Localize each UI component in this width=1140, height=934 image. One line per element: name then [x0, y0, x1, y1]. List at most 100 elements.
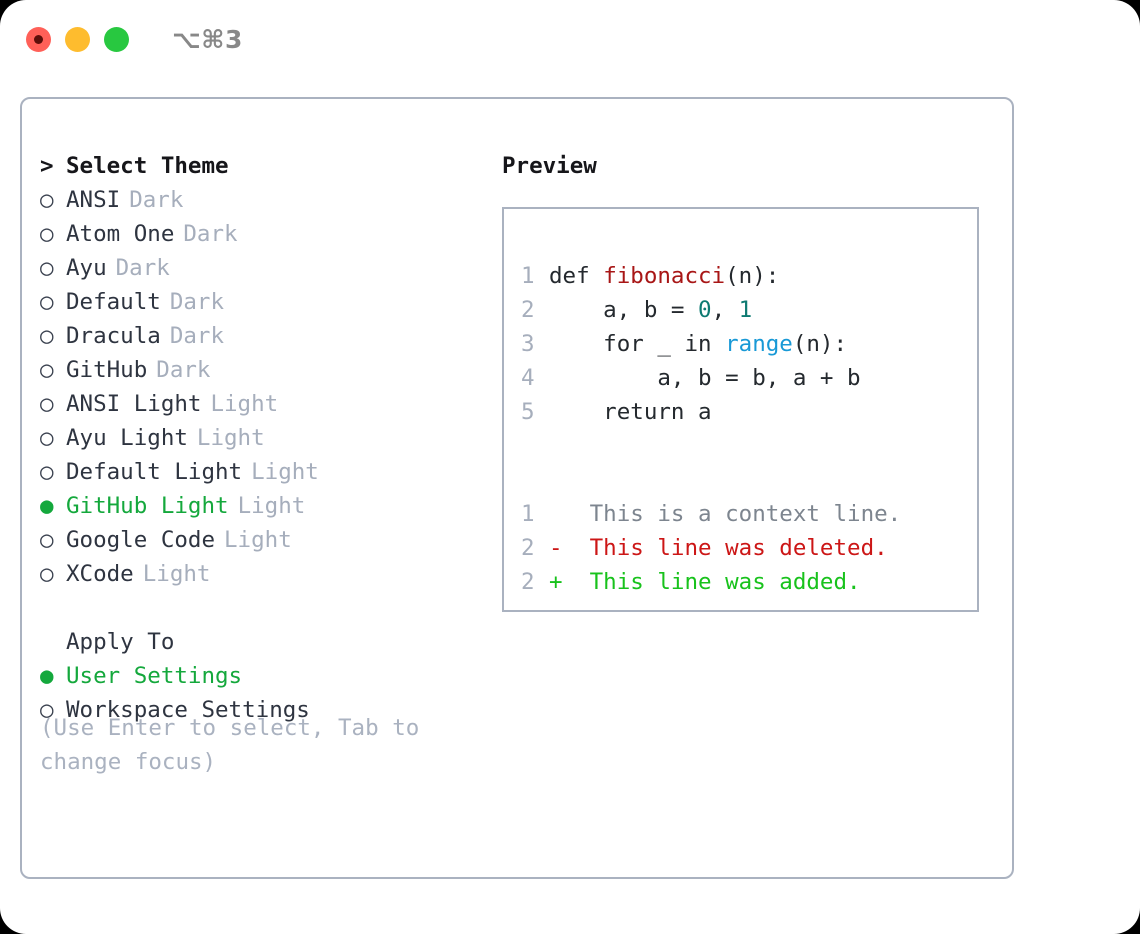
code-blank-line: [521, 429, 971, 463]
radio-off-icon: ○: [40, 459, 54, 485]
theme-variant-label: Light: [224, 527, 292, 553]
title-bar: ⌥⌘3: [0, 0, 1140, 78]
close-button[interactable]: [26, 26, 51, 52]
focus-caret-icon: >: [40, 153, 54, 179]
code-token-number: 0: [698, 297, 712, 323]
radio-off-icon: ○: [40, 187, 54, 213]
diff-text: This line was added.: [589, 569, 861, 595]
radio-off-icon: ○: [40, 697, 54, 723]
code-blank-line: [521, 463, 971, 497]
apply-to-heading-label: Apply To: [66, 629, 175, 655]
radio-on-icon: ●: [40, 663, 54, 689]
diff-line-context: 1 This is a context line.: [521, 497, 971, 531]
preview-title: Preview: [502, 153, 597, 179]
code-line: 2 a, b = 0, 1: [521, 293, 971, 327]
zoom-button[interactable]: [104, 26, 129, 52]
theme-name-label: Default: [66, 289, 161, 315]
radio-off-icon: ○: [40, 255, 54, 281]
theme-name-label: GitHub: [66, 357, 148, 383]
theme-name-label: Atom One: [66, 221, 175, 247]
diff-sign: [549, 501, 563, 527]
line-number: 5: [521, 399, 535, 425]
code-line: 3 for _ in range(n):: [521, 327, 971, 361]
diff-text: This is a context line.: [589, 501, 902, 527]
apply-to-option-label: User Settings: [66, 663, 243, 689]
code-token: for _ in: [549, 331, 726, 357]
keyboard-hint: (Use Enter to select, Tab to change focu…: [40, 711, 460, 779]
radio-off-icon: ○: [40, 323, 54, 349]
code-token: a, b =: [549, 297, 699, 323]
traffic-lights: [26, 26, 129, 52]
code-token-builtin: range: [725, 331, 793, 357]
keyboard-shortcut-label: ⌥⌘3: [172, 24, 243, 54]
radio-off-icon: ○: [40, 561, 54, 587]
theme-option-github-light[interactable]: ● GitHub Light Light: [40, 489, 490, 523]
code-token-number: 1: [738, 297, 753, 323]
line-number: 2: [521, 535, 535, 561]
radio-off-icon: ○: [40, 425, 54, 451]
minimize-button[interactable]: [65, 26, 90, 52]
theme-variant-label: Light: [251, 459, 319, 485]
line-number: 2: [521, 569, 535, 595]
theme-variant-label: Dark: [169, 289, 225, 315]
line-number: 3: [521, 331, 535, 357]
code-token-function: fibonacci: [603, 263, 726, 289]
theme-name-label: GitHub Light: [66, 493, 229, 519]
theme-variant-label: Light: [237, 493, 306, 519]
diff-line-deleted: 2- This line was deleted.: [521, 531, 971, 565]
theme-name-label: ANSI: [66, 187, 121, 213]
code-line: 4 a, b = b, a + b: [521, 361, 971, 395]
theme-variant-label: Dark: [169, 323, 225, 349]
theme-name-label: Google Code: [66, 527, 216, 553]
theme-name-label: ANSI Light: [66, 391, 202, 417]
diff-sign: +: [549, 569, 563, 595]
code-token: def: [549, 263, 604, 289]
radio-off-icon: ○: [40, 289, 54, 315]
select-theme-heading-label: Select Theme: [66, 153, 229, 179]
radio-off-icon: ○: [40, 527, 54, 553]
select-theme-heading: > Select Theme: [40, 149, 490, 183]
keyboard-hint-line-2: change focus): [40, 749, 217, 775]
theme-variant-label: Dark: [156, 357, 211, 383]
list-spacer: [40, 591, 490, 625]
apply-to-option-workspace-settings[interactable]: ○Workspace Settings: [40, 693, 490, 727]
code-token: return a: [549, 399, 712, 425]
theme-variant-label: Light: [196, 425, 265, 451]
theme-variant-label: Light: [210, 391, 279, 417]
theme-variant-label: Dark: [115, 255, 170, 281]
diff-sign: -: [549, 535, 563, 561]
code-token: ,: [711, 297, 739, 323]
radio-off-icon: ○: [40, 391, 54, 417]
code-token: a, b = b, a + b: [549, 365, 861, 391]
apply-to-option-user-settings[interactable]: ● User Settings: [40, 659, 490, 693]
theme-name-label: Ayu Light: [66, 425, 188, 451]
theme-variant-label: Dark: [183, 221, 238, 247]
theme-option-ayu-dark[interactable]: ○ Ayu Dark: [40, 251, 490, 285]
theme-option-atom-one-dark[interactable]: ○ Atom One Dark: [40, 217, 490, 251]
theme-option-default-dark[interactable]: ○ Default Dark: [40, 285, 490, 319]
theme-option-google-code[interactable]: ○ Google Code Light: [40, 523, 490, 557]
theme-name-label: Ayu: [66, 255, 107, 281]
theme-variant-label: Light: [142, 561, 211, 587]
theme-option-ayu-light[interactable]: ○ Ayu Light Light: [40, 421, 490, 455]
radio-on-icon: ●: [40, 493, 54, 519]
record-dot-icon: [34, 34, 43, 44]
radio-off-icon: ○: [40, 221, 54, 247]
theme-name-label: Dracula: [66, 323, 161, 349]
theme-option-dracula-dark[interactable]: ○ Dracula Dark: [40, 319, 490, 353]
apply-to-heading: Apply To: [40, 625, 490, 659]
theme-option-ansi-light[interactable]: ○ ANSI Light Light: [40, 387, 490, 421]
line-number: 1: [521, 501, 535, 527]
